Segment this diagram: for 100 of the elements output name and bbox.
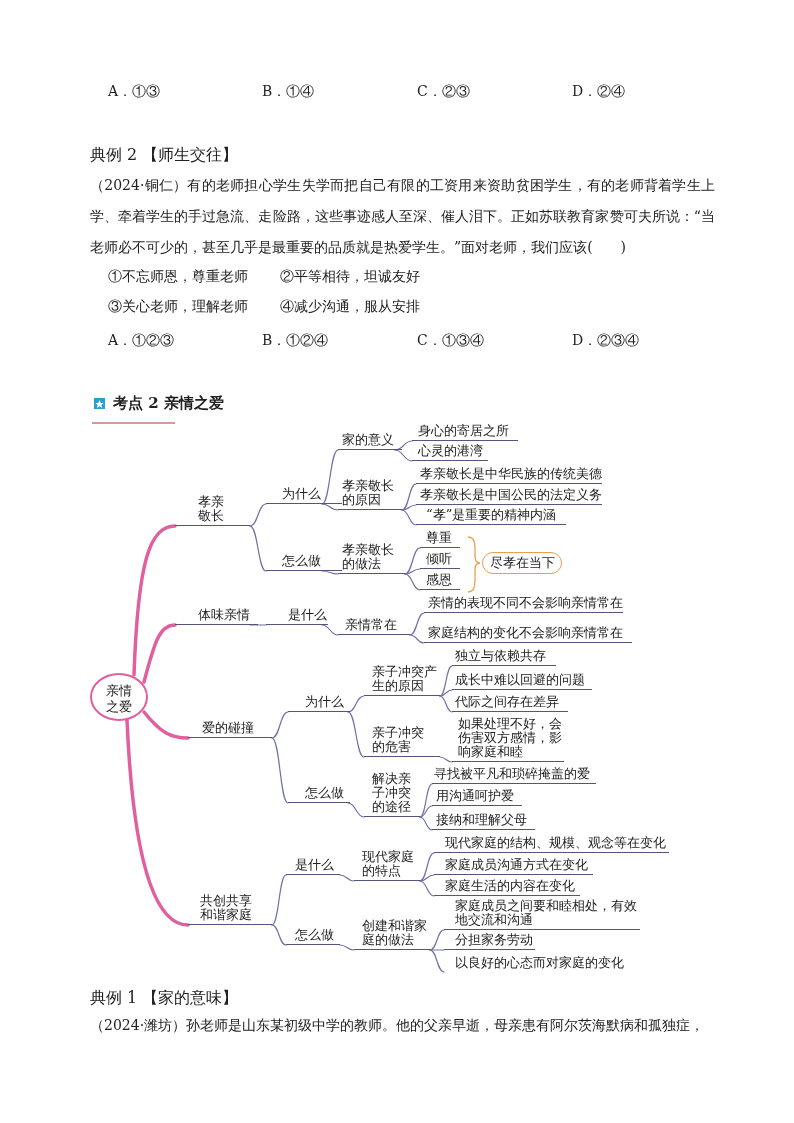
question-text: （2024·铜仁）有的老师担心学生失学而把自己有限的工资用来资助贫困学生，有的老师背着学生上学、牵着学生的手过急流、走险路，这些事迹感人至深、催人泪下。正如苏联教育家赞可夫所说：“当老师必不可少的，甚至几乎是最重要的品质就是热爱学生。”面对老师，我们应该( ) [90,176,715,257]
connector-line [404,568,421,575]
connector-line [409,634,425,644]
connector-line [321,503,339,511]
branch-label: 家庭成员沟通方式在变化 [434,858,593,875]
question-text: （2024·潍坊）孙老师是山东某初级中学的教师。他的父亲早逝，母亲患有阿尔茨海默病和孤独症， [90,1016,706,1035]
connector-line [419,783,433,818]
connector-line [401,483,417,511]
option-text: B．①②④ [262,331,329,350]
connector-line [321,570,339,575]
connector-line [249,525,267,572]
branch-label: 爱的碰撞 [188,721,272,738]
branch-label: 倾听 [420,552,460,569]
branch-label: 家庭结构的变化不会影响亲情常在 [424,626,632,643]
connector-line [321,449,339,505]
branch-label: 成长中难以回避的问题 [452,673,592,690]
branch-label: 身心的寄居之所 [412,424,518,441]
branch-label: 心灵的港湾 [412,444,488,461]
connector-line [439,665,453,697]
connector-line [419,816,433,831]
branch-label: 怎么做 [286,928,340,945]
connector-line [394,449,413,462]
connector-line [419,874,435,882]
option-text: C．①③④ [417,331,484,350]
branch-label: 为什么 [266,487,342,504]
branch-label: 创建和谐家庭的做法 [354,919,430,950]
connector-line [439,756,453,763]
option-text: D．②③④ [572,331,640,350]
connector-line [429,949,445,951]
branch-label: 怎么做 [288,786,350,803]
connector-line [271,737,289,804]
branch-label: 亲情常在 [338,618,410,635]
connector-line [439,689,453,697]
main-branch-line [125,718,190,927]
branch-label: 如果处理不好，会伤害双方感情，影响家庭和睦 [452,717,564,762]
connector-line [271,711,289,739]
branch-label: 现代家庭的结构、规模、观念等在变化 [434,836,669,853]
connector-line [339,944,355,951]
connector-line [401,509,417,526]
connector-line [401,504,417,511]
connector-line [249,503,267,527]
section-heading: 考点 2 亲情之爱 [113,393,224,413]
branch-label: 体味亲情 [175,608,258,625]
branch-label: “孝”是重要的精神内涵 [416,508,566,525]
branch-label: 共创共享和谐家庭 [188,894,272,925]
main-branch-line [132,524,177,677]
branch-label: 亲情的表现不同不会影响亲情常在 [424,596,623,613]
branch-label: 孝亲敬长的做法 [338,543,405,574]
connector-line [347,802,365,818]
branch-label: 家的意义 [338,433,402,450]
branch-label: 为什么 [288,695,350,712]
connector-line [271,924,287,946]
branch-label: 怎么做 [266,554,342,571]
branch-label: 孝亲敬长是中国公民的法定义务 [416,488,602,505]
branch-label: 解决亲子冲突的途径 [364,772,420,817]
branch-label: 现代家庭的特点 [354,850,420,881]
branch-label: 孝亲敬长 [175,495,250,526]
connector-line [429,949,445,973]
connector-line [429,929,445,951]
connector-line [249,624,267,626]
branch-label: 是什么 [266,608,328,625]
example-heading: 典例 1 【家的意味】 [90,987,239,1009]
branch-label: 家庭成员之间要和睦相处，有效地交流和沟通 [444,899,640,930]
branch-label: 独立与依赖共存 [452,649,556,666]
branch-label: 代际之间存在差异 [452,695,568,712]
option-text: B．①④ [262,82,315,101]
branch-label: 以良好的心态而对家庭的变化 [444,956,640,972]
statement-text: ②平等相待，坦诚友好 [280,267,420,286]
branch-label: 感恩 [420,573,460,590]
branch-label: 用沟通呵护爱 [432,789,522,806]
branch-label: 尊重 [420,531,460,548]
connector-line [439,695,453,713]
connector-line [404,547,421,575]
option-text: C．②③ [417,82,470,101]
branch-label: 家庭生活的内容在变化 [434,879,580,896]
branch-label: 孝亲敬长是中华民族的传统美德 [416,467,602,484]
branch-label: 分担家务劳动 [444,933,535,950]
option-text: A．①②③ [108,331,175,350]
option-text: A．①③ [108,82,161,101]
branch-label: 亲子冲突的危害 [364,726,440,757]
main-branch-line [142,710,190,740]
branch-label: 亲子冲突产生的原因 [364,665,440,696]
branch-label: 寻找被平凡和琐碎掩盖的爱 [432,767,596,784]
connector-line [347,711,365,758]
connector-line [321,624,339,636]
connector-line [347,695,365,713]
example-heading: 典例 2 【师生交往】 [90,144,239,166]
statement-text: ④减少沟通，服从安排 [280,297,420,316]
connector-line [419,880,435,897]
branch-label: 孝亲敬长的原因 [338,479,402,510]
connector-line [419,805,433,818]
statement-text: ③关心老师，理解老师 [108,297,248,316]
branch-label: 是什么 [286,858,340,875]
connector-line [419,852,435,882]
connector-line [409,612,425,636]
statement-text: ①不忘师恩，尊重老师 [108,267,248,286]
option-text: D．②④ [572,82,626,101]
branch-label: 接纳和理解父母 [432,813,535,830]
main-branch-line [142,623,177,684]
connector-line [339,874,355,882]
